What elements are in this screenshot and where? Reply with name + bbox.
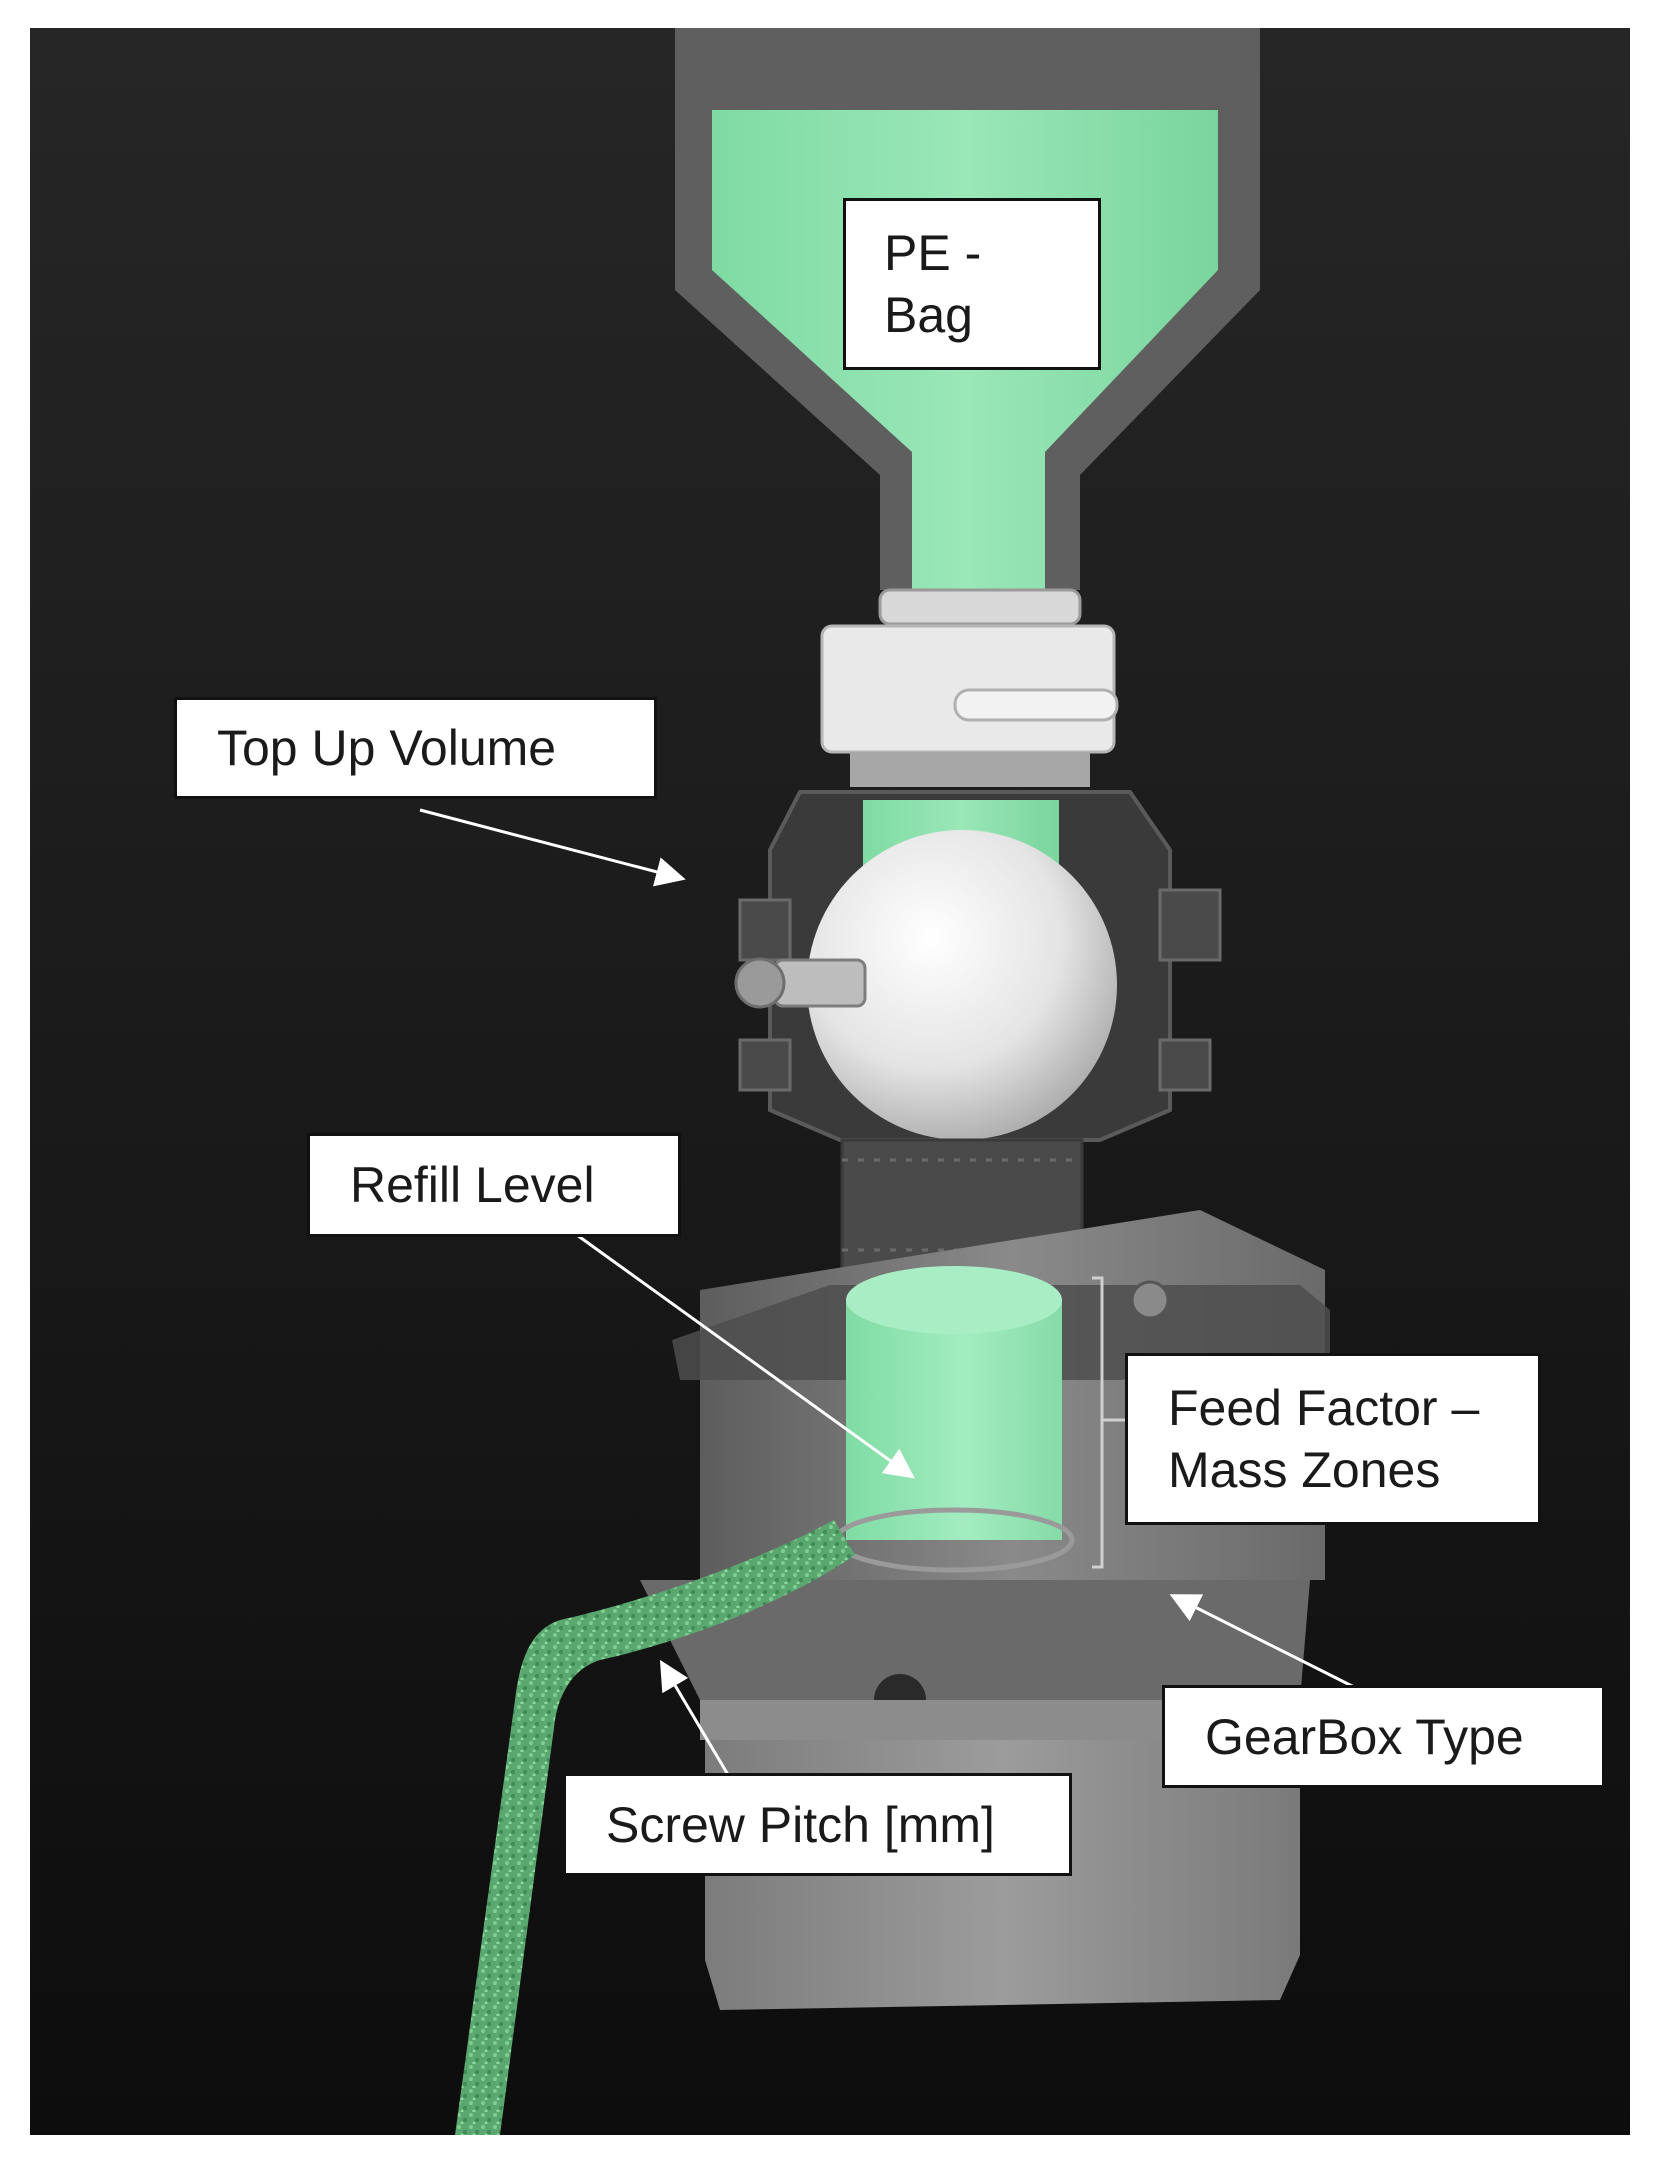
label-pe-bag-line1: PE - (884, 225, 982, 281)
label-pe-bag-line2: Bag (884, 287, 973, 343)
label-screw-pitch: Screw Pitch [mm] (563, 1773, 1072, 1876)
top-up-arrow (419, 808, 686, 887)
refill-cylinder (846, 1300, 1062, 1540)
butterfly-valve-sphere (807, 830, 1117, 1140)
label-top-up-volume: Top Up Volume (174, 697, 657, 799)
feed-tube (455, 1520, 855, 2135)
label-pe-bag: PE - Bag (843, 198, 1101, 370)
label-feed-factor-line1: Feed Factor – (1168, 1380, 1480, 1436)
valve-handle (953, 688, 1119, 722)
label-screw-pitch-text: Screw Pitch [mm] (606, 1796, 995, 1853)
feed-factor-bracket (1092, 1276, 1104, 1569)
housing-clamps-lower (738, 1038, 1212, 1092)
valve-flange (850, 752, 1090, 787)
cylinder-top (846, 1266, 1062, 1334)
label-feed-factor: Feed Factor – Mass Zones (1125, 1353, 1541, 1525)
label-refill-level: Refill Level (307, 1133, 681, 1237)
gearbox-plate (640, 1580, 1310, 1700)
label-gearbox-type: GearBox Type (1162, 1685, 1605, 1788)
neck-ring (878, 588, 1082, 626)
sphere-knob (773, 958, 867, 1008)
knob-bolt (734, 957, 786, 1009)
refill-level-arrow (569, 1228, 915, 1479)
label-top-up-volume-text: Top Up Volume (217, 720, 557, 776)
gearbox-arrow (1169, 1594, 1361, 1692)
label-feed-factor-line2: Mass Zones (1168, 1442, 1441, 1498)
label-refill-level-text: Refill Level (350, 1157, 595, 1213)
label-gearbox-type-text: GearBox Type (1205, 1708, 1524, 1765)
